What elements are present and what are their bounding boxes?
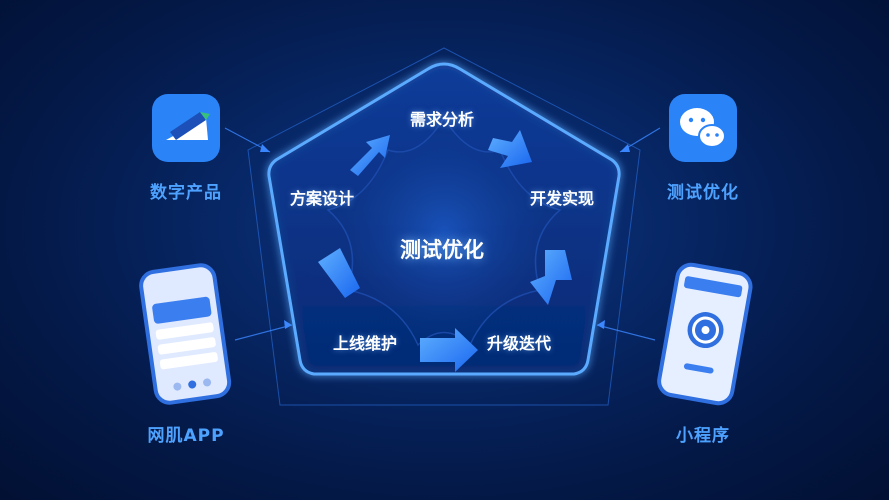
- arrow-maintain-to-design: [318, 248, 360, 298]
- step-requirement-analysis: 需求分析: [410, 110, 475, 129]
- outer-pentagon-outline: [247, 47, 641, 406]
- step-upgrade-iteration: 升级迭代: [487, 334, 552, 353]
- step-development: 开发实现: [530, 189, 595, 208]
- arrow-design-to-analysis: [350, 135, 390, 176]
- phone-miniprogram-icon: [657, 262, 753, 406]
- arrow-analysis-to-dev: [488, 130, 532, 168]
- label-miniprogram: 小程序: [676, 426, 730, 446]
- arrow-upgrade-from-maintain: [420, 328, 478, 372]
- step-solution-design: 方案设计: [290, 189, 355, 208]
- cycle-center-title: 测试优化: [400, 238, 484, 262]
- connector-arrowheads: [260, 144, 630, 329]
- step-launch-maintenance: 上线维护: [333, 334, 398, 353]
- envelope-pen-icon: [152, 94, 220, 162]
- label-app: 网肌APP: [147, 426, 225, 446]
- phone-app-icon: [139, 263, 232, 405]
- chat-bubbles-icon: [669, 94, 737, 162]
- cycle-arrows: [318, 130, 572, 372]
- arrow-dev-to-upgrade: [530, 250, 572, 305]
- label-digital-product: 数字产品: [150, 183, 222, 203]
- label-test-optimize-right: 测试优化: [667, 183, 739, 203]
- inner-cycle-shape: [326, 116, 562, 347]
